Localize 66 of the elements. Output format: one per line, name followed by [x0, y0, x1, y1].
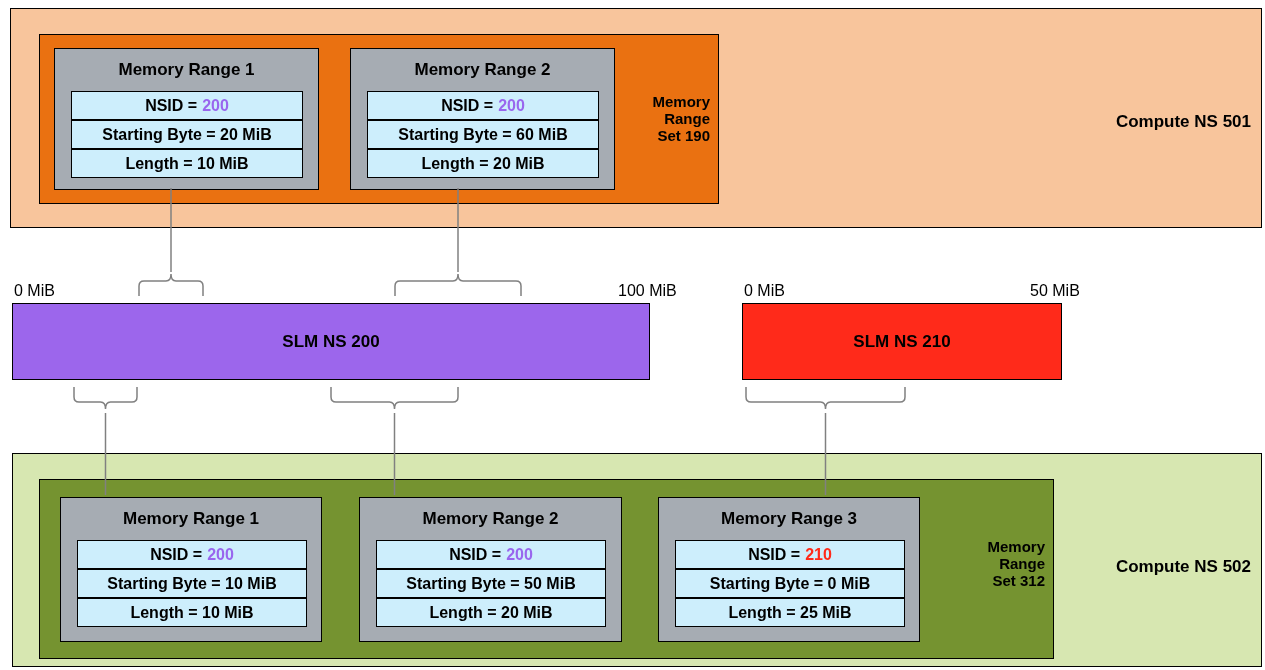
range-title: Memory Range 1	[121, 508, 260, 530]
field-row	[675, 540, 905, 569]
field-text: Starting Byte = 0 MiB	[709, 573, 871, 594]
field-row	[71, 149, 303, 178]
field-row	[77, 540, 307, 569]
field-text: Starting Byte = 60 MiB	[398, 124, 568, 145]
field-row	[367, 91, 599, 120]
scale-label: 100 MiB	[618, 281, 677, 301]
field-row	[376, 540, 606, 569]
field-value: 210	[805, 544, 832, 565]
field-row	[376, 598, 606, 627]
field-row	[367, 120, 599, 149]
field-value: 200	[207, 544, 234, 565]
connector-line	[457, 187, 459, 273]
field-row	[71, 120, 303, 149]
field-value: 200	[498, 95, 525, 116]
field-text: Starting Byte = 10 MiB	[107, 573, 277, 594]
range-title: Memory Range 2	[413, 59, 552, 81]
set-panel	[39, 34, 719, 204]
field-text: NSID =	[748, 544, 801, 565]
namespace-panel	[12, 453, 1262, 667]
field-text: Length = 10 MiB	[125, 153, 249, 174]
bar-label: SLM NS 210	[853, 330, 951, 353]
field-text: NSID =	[449, 544, 502, 565]
set-title: Memory Range Set 190	[651, 93, 710, 144]
range-card	[60, 497, 322, 642]
field-value: 200	[202, 95, 229, 116]
field-text: Length = 10 MiB	[130, 602, 254, 623]
range-card	[658, 497, 920, 642]
connector-line	[170, 187, 172, 273]
set-title: Memory Range Set 312	[986, 538, 1045, 589]
field-text: Length = 20 MiB	[421, 153, 545, 174]
field-row	[77, 598, 307, 627]
field-text: NSID =	[150, 544, 203, 565]
range-card	[54, 48, 319, 190]
range-title: Memory Range 3	[719, 508, 858, 530]
connector-line	[824, 412, 827, 496]
field-text: NSID =	[441, 95, 494, 116]
scale-label: 0 MiB	[744, 281, 785, 301]
storage-bar	[742, 303, 1062, 380]
scale-label: 50 MiB	[1030, 281, 1080, 301]
field-text: Starting Byte = 20 MiB	[102, 124, 272, 145]
namespace-panel	[10, 8, 1262, 228]
range-title: Memory Range 2	[421, 508, 560, 530]
scale-label: 0 MiB	[14, 281, 55, 301]
field-value: 200	[506, 544, 533, 565]
range-card	[359, 497, 622, 642]
field-row	[675, 569, 905, 598]
storage-bar	[12, 303, 650, 380]
field-text: NSID =	[145, 95, 198, 116]
connector-line	[104, 412, 107, 496]
panel-title: Compute NS 501	[1115, 111, 1251, 133]
field-row	[675, 598, 905, 627]
field-row	[71, 91, 303, 120]
bar-label: SLM NS 200	[282, 330, 380, 353]
field-row	[376, 569, 606, 598]
range-title: Memory Range 1	[117, 59, 256, 81]
set-panel	[39, 479, 1054, 659]
panel-title: Compute NS 502	[1115, 556, 1251, 578]
field-text: Length = 20 MiB	[429, 602, 553, 623]
range-card	[350, 48, 615, 190]
connector-line	[393, 412, 396, 496]
field-text: Length = 25 MiB	[728, 602, 852, 623]
field-row	[77, 569, 307, 598]
field-row	[367, 149, 599, 178]
field-text: Starting Byte = 50 MiB	[406, 573, 576, 594]
